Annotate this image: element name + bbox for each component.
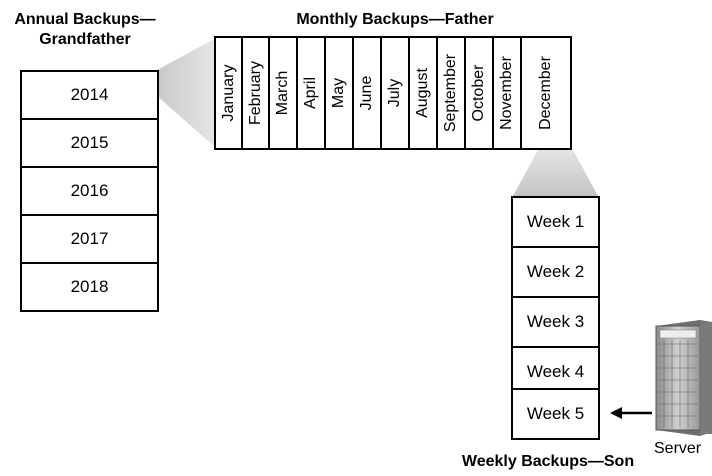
month-column: June [352, 36, 382, 150]
month-column: February [241, 36, 270, 150]
month-label: February [246, 60, 264, 126]
month-column: May [324, 36, 354, 150]
month-column: January [214, 36, 243, 150]
month-column: November [492, 36, 522, 150]
annual-backups-title: Annual Backups— Grandfather [2, 10, 168, 50]
month-column: April [296, 36, 326, 150]
month-label: September [442, 53, 459, 133]
month-label: July [386, 78, 403, 108]
year-box: 2014 [20, 70, 159, 120]
week-box: Week 1 [511, 196, 600, 248]
annual-title-line1: Annual Backups— [14, 11, 156, 28]
month-column: July [380, 36, 410, 150]
month-label: January [219, 64, 237, 122]
monthly-to-weekly-funnel [513, 148, 598, 196]
month-label: December [537, 56, 554, 130]
year-box: 2018 [20, 262, 159, 312]
server-rack-icon [655, 320, 712, 436]
weekly-backups-title: Weekly Backups—Son [461, 453, 635, 470]
month-label: June [358, 75, 375, 111]
week-box: Week 3 [511, 296, 600, 348]
week-box: Week 2 [511, 246, 600, 298]
month-label: March [274, 70, 291, 116]
month-label: October [470, 64, 487, 122]
monthly-backups-title: Monthly Backups—Father [296, 11, 494, 28]
year-box: 2017 [20, 214, 159, 264]
month-label: May [330, 77, 347, 109]
annual-title-line2: Grandfather [39, 31, 131, 48]
month-column: October [464, 36, 494, 150]
month-column: March [268, 36, 298, 150]
month-column: August [408, 36, 438, 150]
server-label: Server [654, 440, 702, 457]
month-column: December [520, 36, 572, 150]
year-box: 2015 [20, 118, 159, 168]
year-box: 2016 [20, 166, 159, 216]
arrow-icon [610, 407, 652, 419]
month-label: August [414, 68, 431, 118]
month-label: November [498, 56, 515, 130]
month-column: September [436, 36, 466, 150]
annual-to-monthly-funnel [157, 38, 216, 148]
week-box: Week 5 [511, 388, 600, 440]
month-label: April [302, 76, 319, 110]
